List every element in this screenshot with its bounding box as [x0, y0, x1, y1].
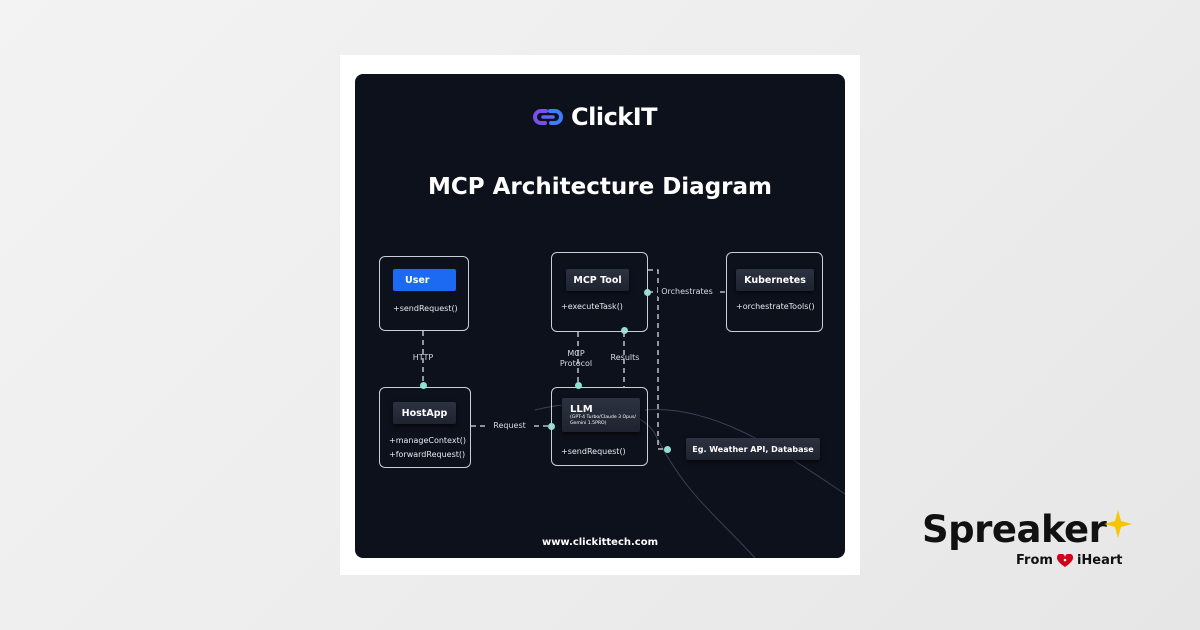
chain-link-icon: [533, 109, 563, 125]
diagram-card: ClickIT MCP Architecture Diagram HTTP Re…: [355, 74, 845, 558]
node-hostapp: HostApp +manageContext() +forwardRequest…: [379, 387, 471, 468]
node-kubernetes-method: +orchestrateTools(): [736, 302, 815, 311]
node-mcp-tool-header: MCP Tool: [566, 269, 629, 291]
edge-label-request: Request: [487, 421, 532, 431]
node-user: User +sendRequest(): [379, 256, 469, 331]
node-llm-method: +sendRequest(): [561, 447, 626, 456]
node-llm-header: LLM (GPT-4 Turbo/Claude 3 Opus/ Gemini 1…: [562, 398, 640, 432]
from-label: From: [1016, 553, 1053, 568]
spreaker-wordmark: Spreaker: [922, 508, 1107, 551]
node-mcp-tool: MCP Tool +executeTask(): [551, 252, 648, 332]
diagram-title: MCP Architecture Diagram: [427, 174, 772, 200]
from-iheart: From iHeart: [1016, 553, 1123, 568]
node-mcp-tool-method: +executeTask(): [561, 302, 623, 311]
partner-name: iHeart: [1076, 553, 1123, 568]
node-user-method: +sendRequest(): [393, 304, 458, 313]
node-user-header: User: [393, 269, 456, 291]
edge-label-results: Results: [610, 353, 640, 362]
connector-dot: [420, 382, 427, 389]
clickit-logo: ClickIT: [533, 102, 658, 132]
node-hostapp-method: +manageContext(): [389, 436, 466, 445]
edge-label-orchestrates: Orchestrates: [658, 287, 716, 297]
node-llm-subtitle: (GPT-4 Turbo/Claude 3 Opus/ Gemini 1.5PR…: [570, 414, 636, 426]
node-hostapp-header: HostApp: [393, 402, 456, 424]
node-kubernetes: Kubernetes +orchestrateTools(): [726, 252, 823, 332]
edge-label-mcp-protocol: MCP Protocol: [559, 349, 593, 368]
star-icon: [1104, 510, 1132, 538]
connector-dot: [664, 446, 671, 453]
iheart-icon: [1056, 553, 1073, 567]
node-kubernetes-header: Kubernetes: [736, 269, 814, 291]
spreaker-logo: Spreaker: [922, 508, 1132, 551]
connector-dot: [621, 327, 628, 334]
node-llm: LLM (GPT-4 Turbo/Claude 3 Opus/ Gemini 1…: [551, 387, 648, 466]
footer-url: www.clickittech.com: [541, 537, 659, 548]
logo-text: ClickIT: [571, 103, 658, 131]
node-external: Eg. Weather API, Database: [686, 438, 820, 460]
node-hostapp-method: +forwardRequest(): [389, 450, 466, 459]
connector-dot: [575, 382, 582, 389]
node-llm-name: LLM: [570, 403, 593, 415]
edge-label-http: HTTP: [412, 353, 434, 362]
